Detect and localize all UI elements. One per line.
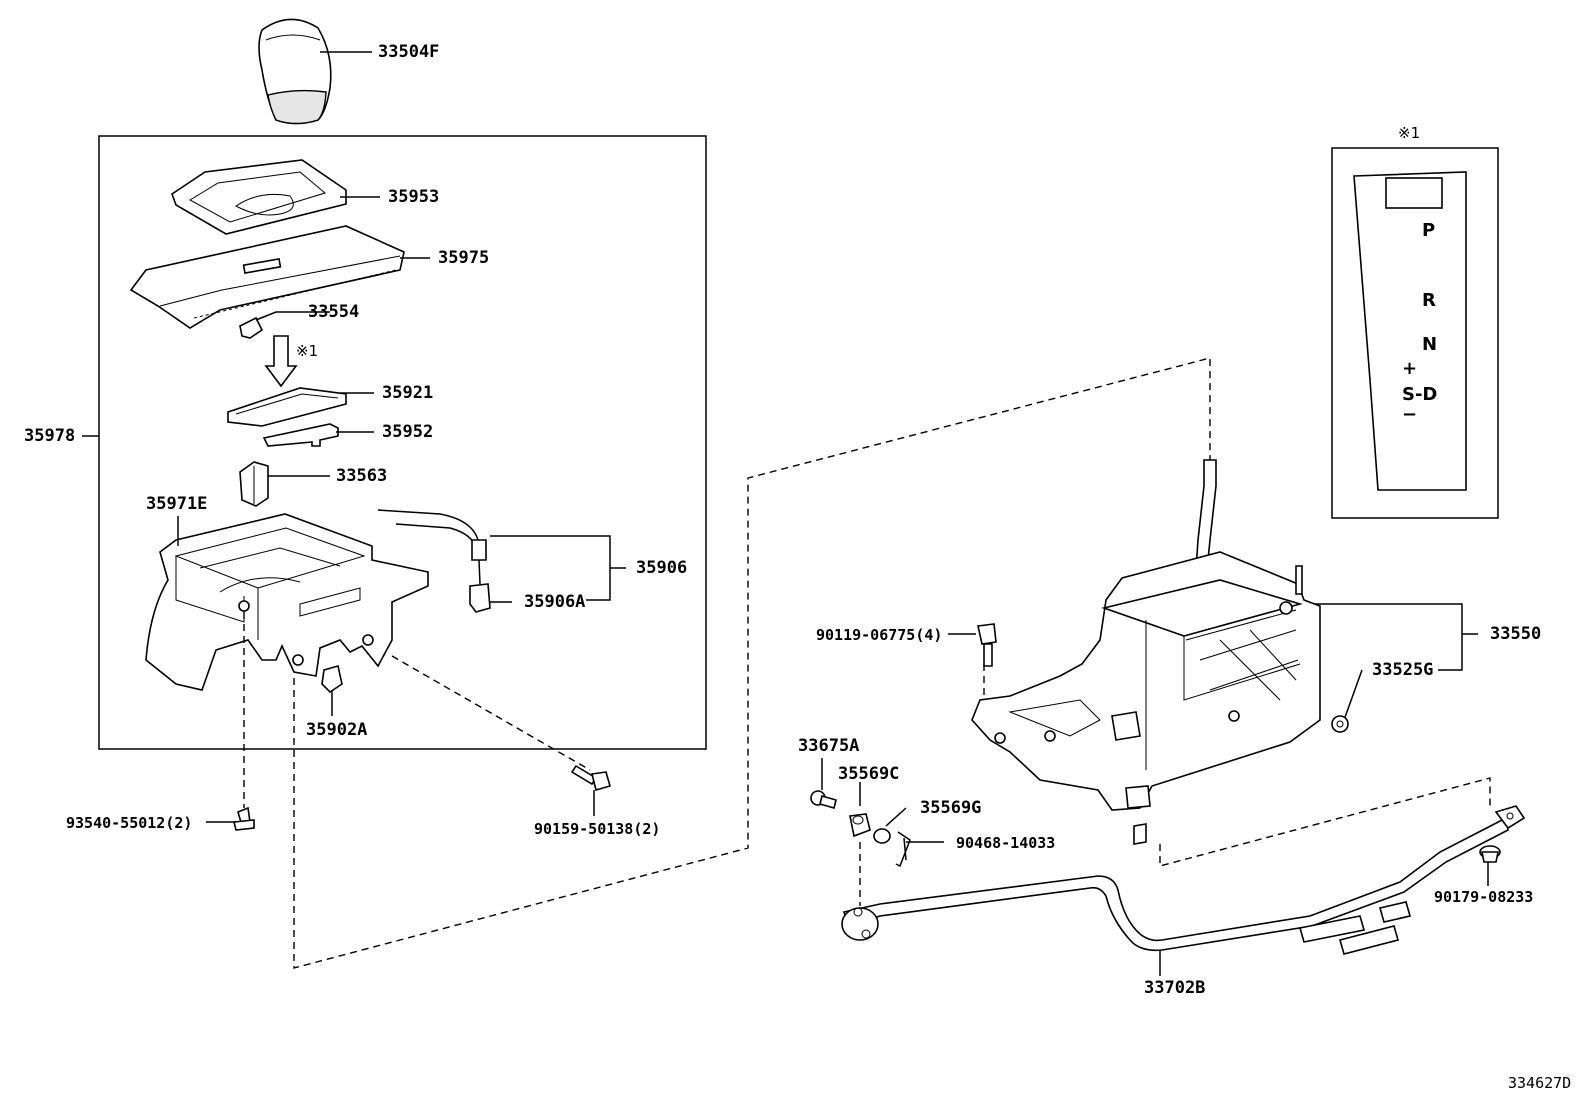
assembly-frame [98, 135, 707, 750]
label-spring: 33554 [308, 302, 360, 322]
pin-part [810, 790, 837, 809]
bolt-mid-part [570, 764, 611, 791]
shift-knob [258, 18, 332, 125]
label-bolt-mid: 90159-50138(2) [534, 820, 661, 838]
label-nut: 90179-08233 [1434, 888, 1534, 906]
clip-part [895, 831, 911, 868]
label-knob: 33504F [378, 42, 440, 62]
label-shift-lever-assy: 33550 [1490, 624, 1542, 644]
label-bushing-g: 35569G [920, 798, 982, 818]
gear-r: R [1422, 290, 1436, 311]
label-washer-right: 33525G [1372, 660, 1434, 680]
wire-harness-part [377, 509, 491, 613]
bolt-top-part [977, 623, 997, 667]
label-light-bracket: 35952 [382, 422, 434, 442]
label-wire: 35906 [636, 558, 688, 578]
label-assembly: 35978 [24, 426, 76, 446]
label-diagram-id: 334627D [1508, 1074, 1572, 1092]
label-cap: 35902A [306, 720, 368, 740]
control-rod-part [841, 805, 1526, 955]
label-bolt-top: 90119-06775(4) [816, 626, 943, 644]
gear-indicator-inset [1331, 147, 1499, 519]
washer-right-part [1331, 715, 1349, 733]
install-arrow [264, 335, 298, 388]
bezel-part [171, 159, 347, 235]
housing-part [145, 513, 429, 691]
gear-p: P [1422, 220, 1436, 241]
arrow-note-mark: ※1 [296, 342, 319, 360]
label-housing: 35971E [146, 494, 208, 514]
leader-lines [82, 51, 1489, 976]
label-indicator-plate: 35921 [382, 383, 434, 403]
inset-note-mark: ※1 [1398, 124, 1421, 142]
label-clip: 90468-14033 [956, 834, 1056, 852]
label-rod: 33702B [1144, 978, 1206, 998]
gear-sd: S-D [1402, 384, 1438, 405]
spring-clip-part [239, 316, 264, 339]
label-cover: 35975 [438, 248, 490, 268]
label-screw-left: 93540-55012(2) [66, 814, 193, 832]
bushing-c-part [849, 813, 871, 838]
bushing-g-part [873, 828, 891, 844]
switch-part [239, 461, 269, 507]
label-wire-sub: 35906A [524, 592, 586, 612]
gear-minus: − [1402, 404, 1418, 425]
label-switch: 33563 [336, 466, 388, 486]
nut-part [1479, 845, 1501, 863]
alignment-lines [243, 357, 1491, 969]
cover-part [129, 225, 405, 329]
cap-part [321, 664, 343, 694]
shift-lever-assembly-part [971, 459, 1321, 845]
indicator-plate-part [227, 387, 347, 427]
label-pin: 33675A [798, 736, 860, 756]
label-bushing-c: 35569C [838, 764, 900, 784]
light-bracket-part [262, 423, 339, 447]
gear-plus: + [1402, 358, 1418, 379]
gear-n: N [1422, 334, 1438, 355]
screw-left-part [232, 806, 255, 831]
label-bezel: 35953 [388, 187, 440, 207]
